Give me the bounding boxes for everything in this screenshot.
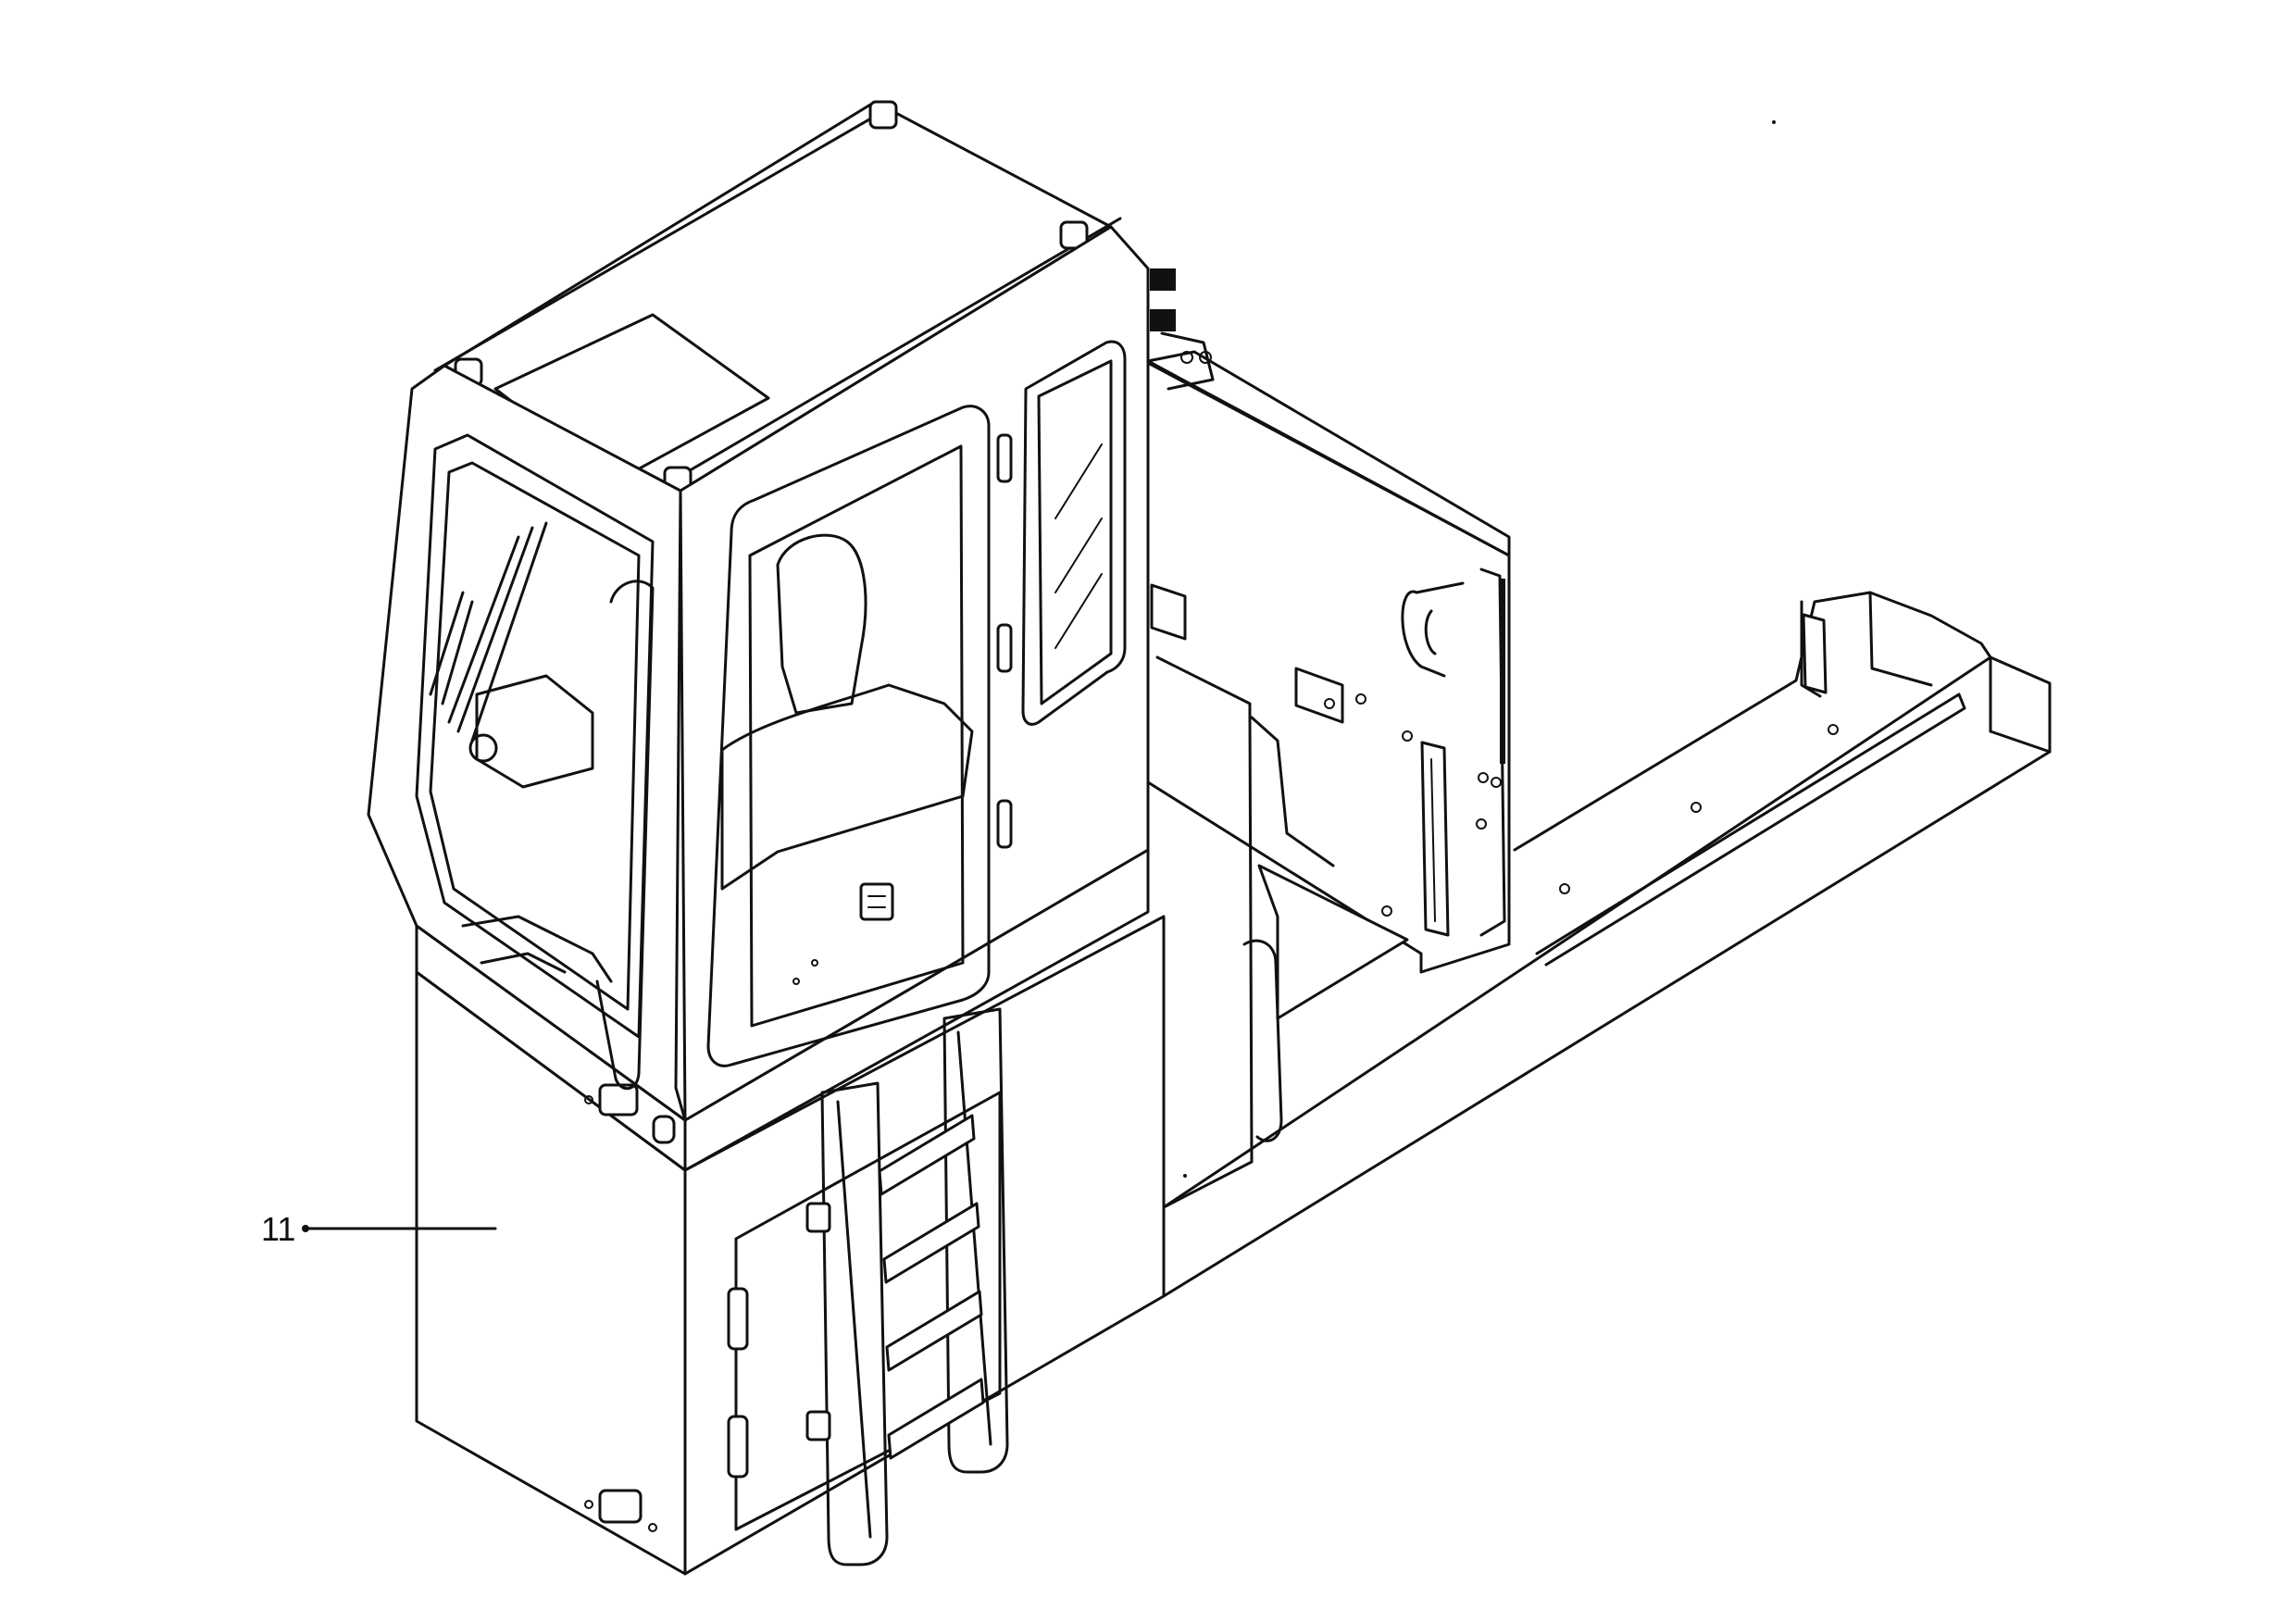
callout-11: 11 [261,1210,497,1248]
access-ladder [805,1007,1009,1566]
chassis-frame [1146,268,2052,1298]
stray-dot [1183,1174,1187,1178]
callout-11-label: 11 [261,1210,295,1248]
step-handrail [1242,939,1283,1142]
operator-cab [367,100,1150,1122]
stray-dot [1772,120,1776,124]
